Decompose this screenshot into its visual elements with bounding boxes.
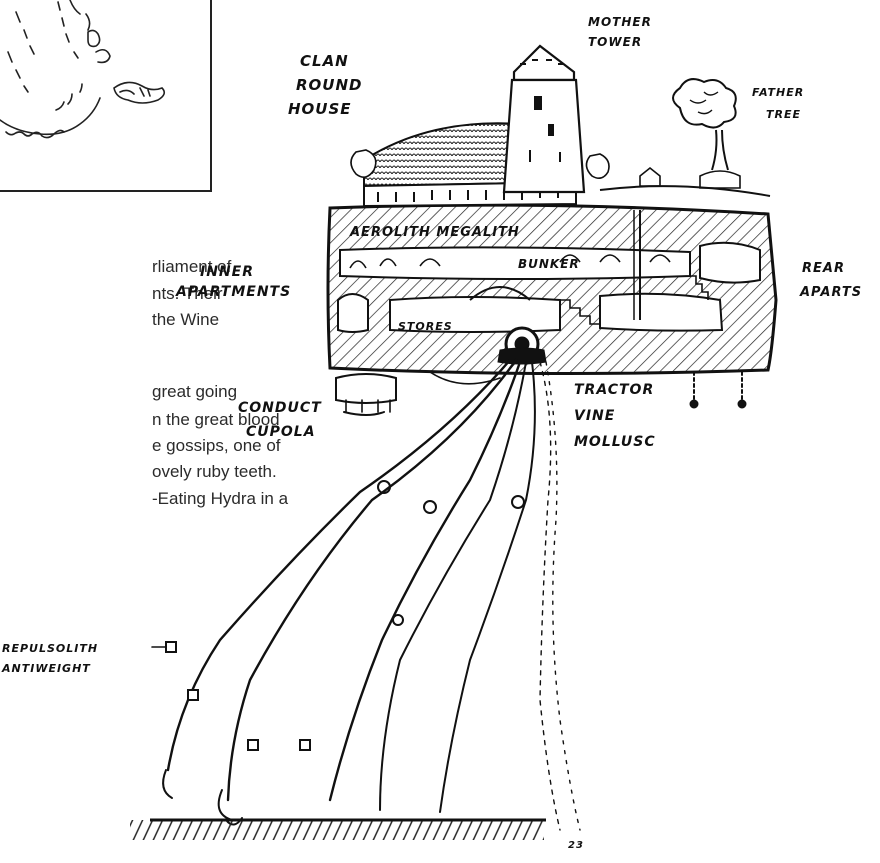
- label-bunker: BUNKER: [518, 257, 580, 271]
- ground-hatching: [130, 820, 544, 840]
- label-aerolith-megalith: AEROLITH MEGALITH: [349, 225, 520, 240]
- label-repulsolith-antiweight: REPULSOLITH: [2, 642, 98, 655]
- label-clan-round-house: CLAN: [300, 52, 349, 70]
- label-stores: STORES: [398, 320, 453, 333]
- label-inner-apartments: INNER: [200, 264, 254, 280]
- label-clan-round-house: HOUSE: [288, 100, 352, 118]
- label-rear-aparts: REAR: [802, 261, 845, 276]
- label-father-tree: FATHER: [752, 86, 804, 99]
- label-conduct-cupola: CUPOLA: [246, 424, 316, 440]
- label-repulsolith-antiweight: ANTIWEIGHT: [1, 662, 91, 675]
- label-tractor-vine-mollusc: TRACTOR: [574, 382, 654, 398]
- label-father-tree: TREE: [766, 108, 801, 121]
- label-conduct-cupola: CONDUCT: [238, 400, 322, 416]
- label-inner-apartments: APARTMENTS: [175, 284, 291, 300]
- label-mother-tower: TOWER: [588, 35, 642, 49]
- label-tractor-vine-mollusc: MOLLUSC: [574, 434, 656, 450]
- label-clan-round-house: ROUND: [296, 76, 363, 94]
- label-tractor-vine-mollusc: VINE: [574, 408, 615, 424]
- artist-signature: 23: [568, 840, 584, 851]
- surface-buildings: [351, 46, 770, 206]
- label-rear-aparts: APARTS: [799, 285, 862, 300]
- label-mother-tower: MOTHER: [588, 15, 652, 29]
